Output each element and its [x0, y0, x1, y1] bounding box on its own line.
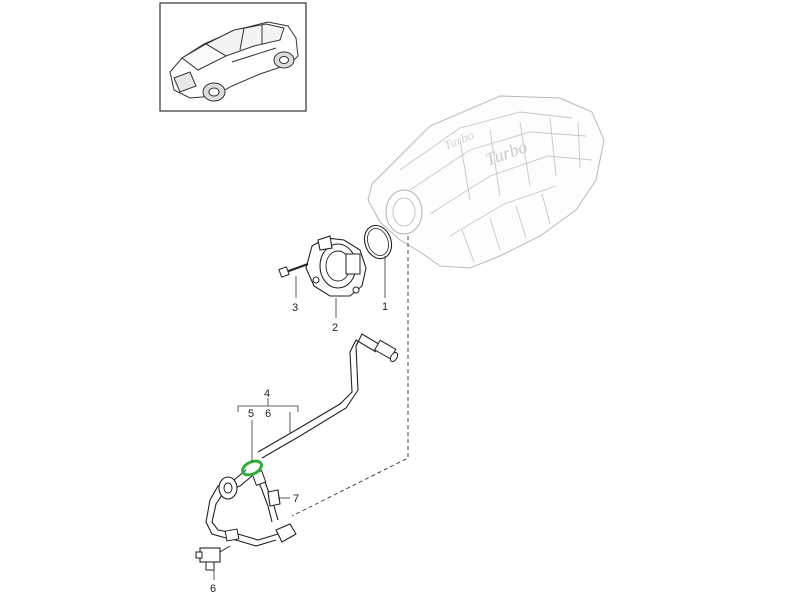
part-2-throttle-body[interactable]	[305, 235, 367, 297]
callout-2: 2	[332, 322, 338, 334]
callout-6: 6	[265, 408, 271, 420]
part-6-connector[interactable]	[195, 545, 231, 571]
hose-connector-top	[374, 339, 399, 363]
callout-3: 3	[292, 302, 298, 314]
callout-6-connector: 6	[210, 583, 216, 595]
assembly-guide-line	[291, 236, 409, 517]
part-1-seal[interactable]	[360, 222, 396, 263]
part-7-bracket[interactable]	[267, 489, 281, 507]
callout-4: 4	[264, 388, 270, 400]
callout-1: 1	[382, 301, 388, 313]
callout-bracket-4	[237, 398, 299, 462]
car-icon	[169, 21, 299, 102]
vehicle-thumbnail[interactable]	[159, 2, 307, 112]
intake-manifold: Turbo Turbo	[367, 95, 605, 269]
part-5-clamp[interactable]	[240, 458, 263, 477]
callout-5: 5	[248, 408, 254, 420]
check-valve	[218, 476, 238, 500]
part-4-hose-assembly[interactable]	[205, 333, 399, 547]
callout-7: 7	[293, 493, 299, 505]
part-3-bolt[interactable]	[278, 263, 309, 278]
